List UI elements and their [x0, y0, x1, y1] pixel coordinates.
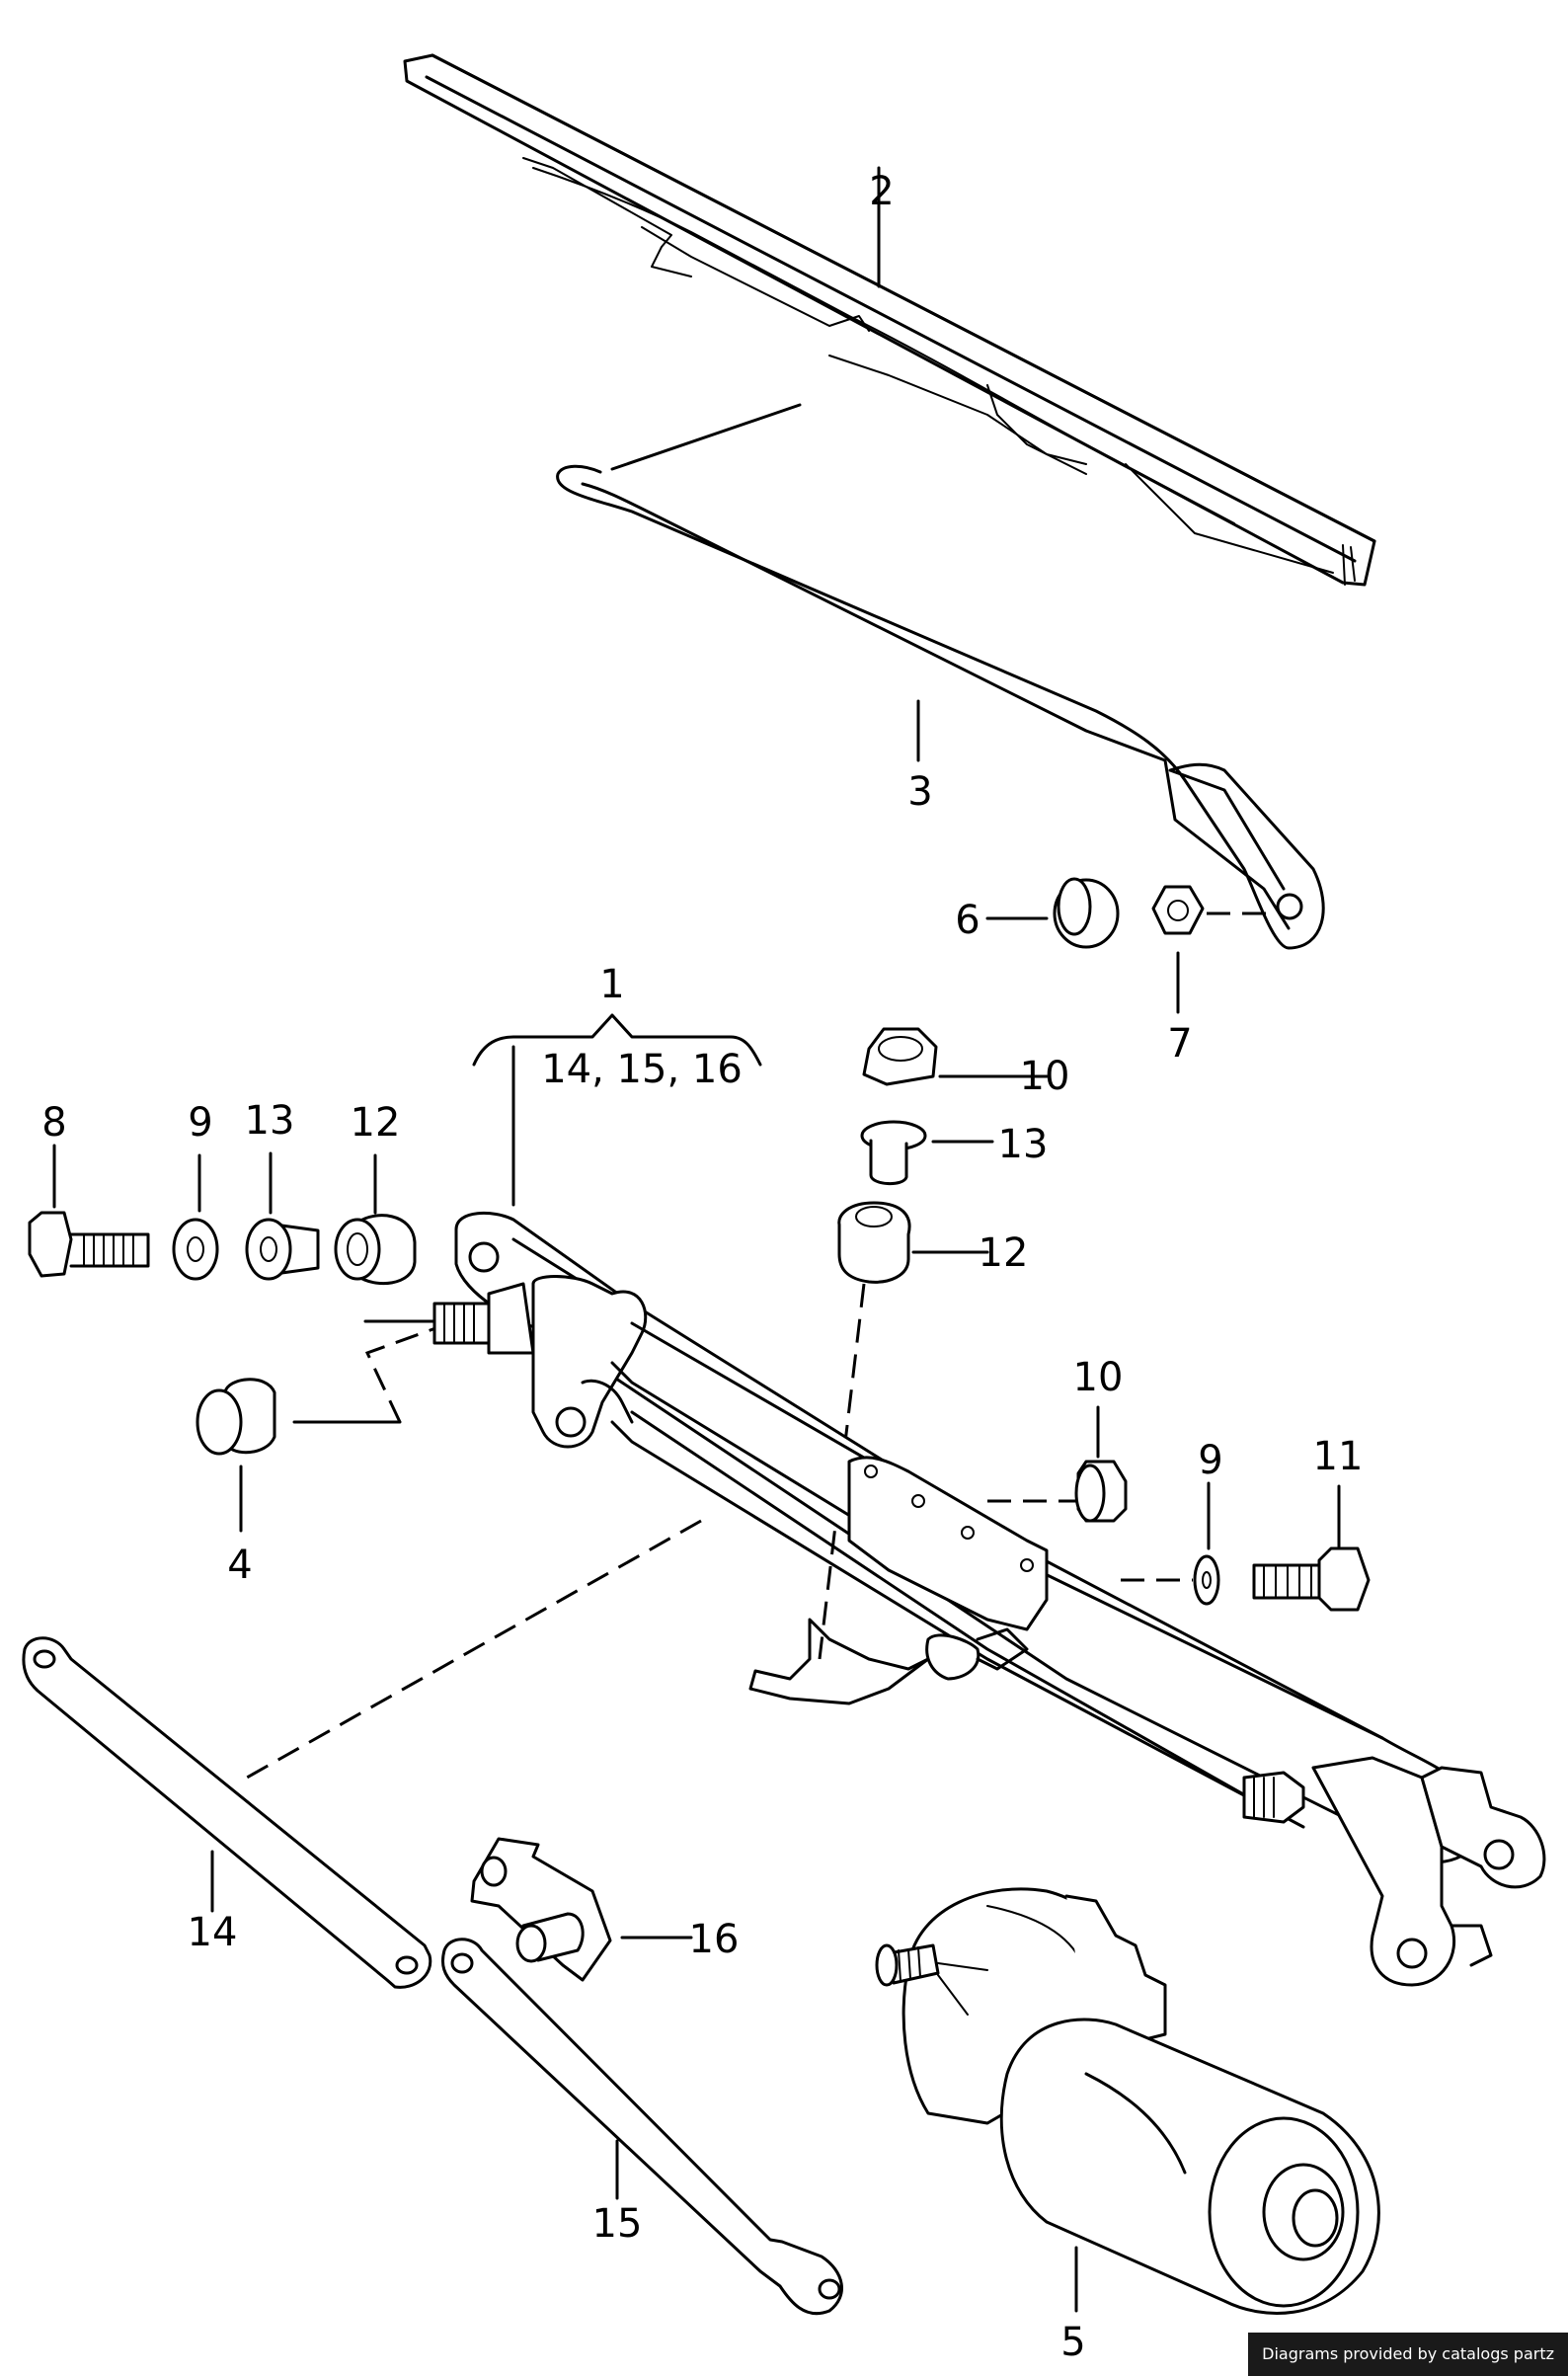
label-2: 2 — [869, 169, 894, 214]
label-13-left: 13 — [245, 1098, 295, 1144]
label-12-left: 12 — [351, 1100, 401, 1146]
washer-9-right — [1121, 1481, 1220, 1606]
cover-cap — [985, 877, 1120, 949]
link-rod-15 — [440, 1938, 843, 2316]
label-4: 4 — [227, 1543, 252, 1588]
label-15: 15 — [592, 2201, 643, 2247]
wiper-arm — [556, 403, 1325, 950]
label-9-right: 9 — [1198, 1438, 1222, 1483]
wiper-blade — [403, 53, 1376, 587]
rubber-cap — [196, 1321, 450, 1533]
washer-9-left — [172, 1153, 219, 1281]
label-10-right: 10 — [1073, 1355, 1124, 1400]
label-5: 5 — [1060, 2320, 1085, 2365]
flange-nut-right — [987, 1405, 1128, 1523]
label-9-left: 9 — [188, 1100, 212, 1146]
bolt-8 — [28, 1144, 150, 1278]
label-13-top: 13 — [998, 1122, 1049, 1167]
arm-nut — [1151, 885, 1274, 1014]
wiper-motor — [875, 1887, 1380, 2315]
label-14: 14 — [188, 1910, 238, 1955]
bolt-11 — [1252, 1484, 1371, 1612]
label-7: 7 — [1167, 1021, 1192, 1067]
group-bracket — [472, 1013, 762, 1207]
wiper-linkage-frame — [363, 1211, 1546, 1987]
link-rod-14 — [22, 1636, 432, 1989]
label-12-top: 12 — [979, 1230, 1029, 1276]
label-1-sub: 14, 15, 16 — [541, 1047, 743, 1092]
credit-banner: Diagrams provided by catalogs partz — [1248, 2333, 1568, 2376]
label-10-top: 10 — [1020, 1054, 1070, 1099]
label-6: 6 — [955, 898, 980, 943]
grommet-12-left — [334, 1153, 417, 1286]
mounting-bracket-16 — [470, 1837, 693, 1982]
label-11: 11 — [1313, 1434, 1364, 1479]
linkage-nut-top — [862, 1027, 1049, 1086]
label-8: 8 — [41, 1100, 66, 1146]
bushing-13-left — [245, 1151, 320, 1281]
label-16: 16 — [689, 1917, 740, 1962]
bushing-top — [860, 1120, 994, 1185]
label-3: 3 — [907, 769, 932, 815]
label-1: 1 — [599, 962, 624, 1007]
